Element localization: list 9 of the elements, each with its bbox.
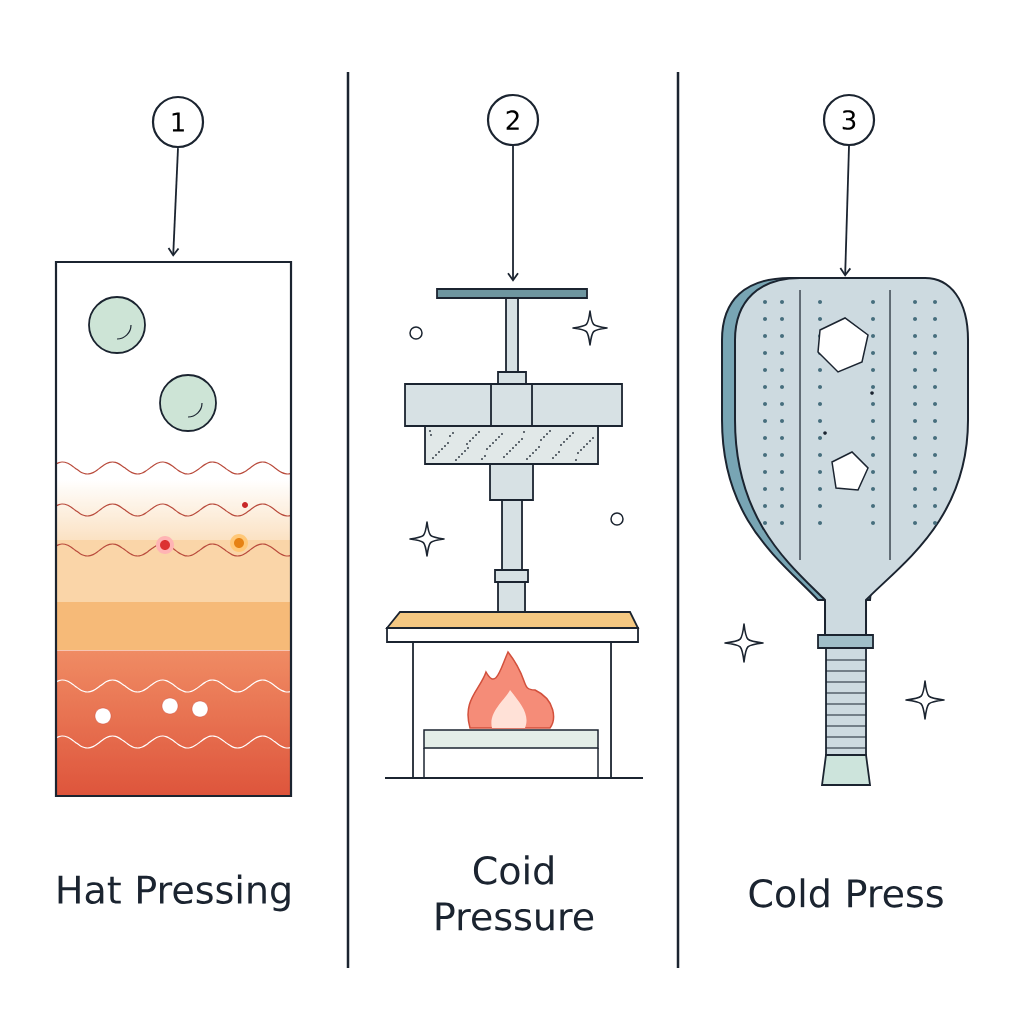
step-caption: Hat Pressing — [58, 874, 290, 912]
arrow — [839, 145, 852, 277]
step-caption: Cold Press — [749, 878, 943, 908]
step-caption: Coid Pressure — [436, 855, 594, 931]
layered-panel-drawing — [54, 260, 293, 798]
paddle-drawing — [721, 277, 969, 786]
arrow — [167, 147, 180, 257]
heated-press-drawing — [384, 288, 644, 779]
arrow — [507, 145, 519, 282]
